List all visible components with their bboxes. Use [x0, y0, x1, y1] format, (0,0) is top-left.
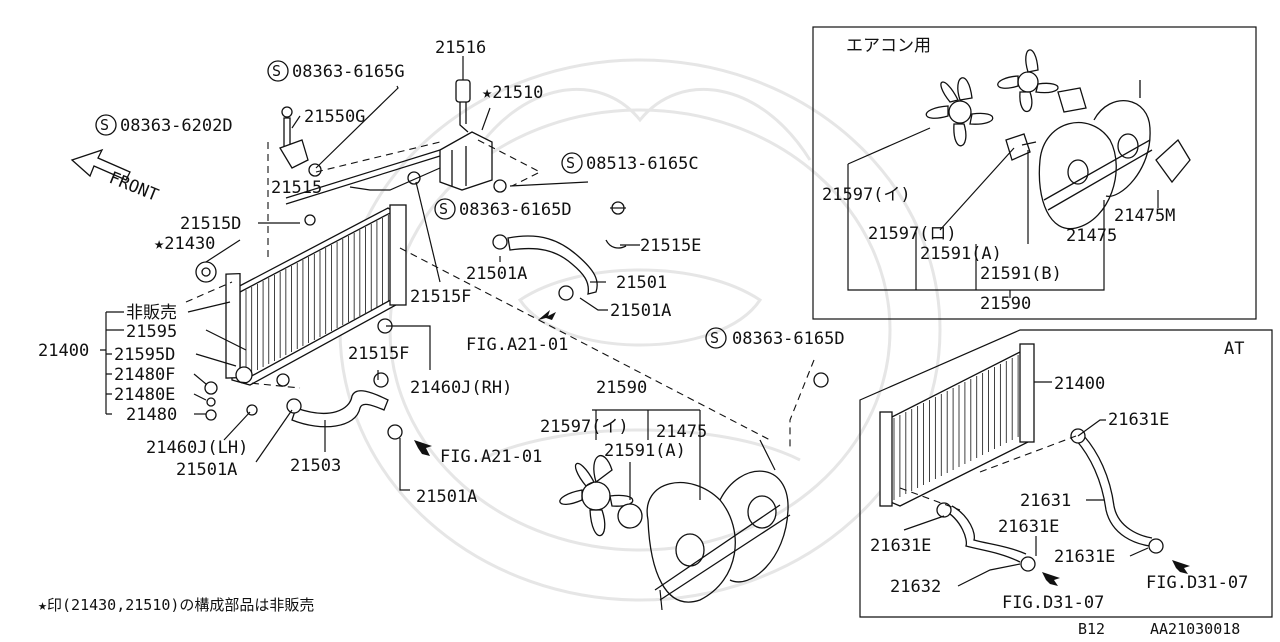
- front-arrow-icon: [70, 148, 131, 181]
- upper-hose: [507, 235, 598, 295]
- footer-page: B12: [1078, 620, 1105, 638]
- label-21515F-1: 21515F: [410, 287, 471, 307]
- label-21501A-2: 21501A: [610, 301, 671, 321]
- label-21501A-1: 21501A: [466, 264, 527, 284]
- leader-lines: [100, 56, 815, 500]
- label-21480: 21480: [126, 405, 177, 425]
- svg-text:S: S: [566, 154, 575, 172]
- label-21430: ★21430: [154, 234, 215, 254]
- label-fig-a21-01-2: FIG.A21-01: [440, 447, 542, 467]
- at-panel: AT 21400 21631E 21631 21631E 21631E 2163…: [859, 329, 1273, 618]
- reservoir-tank: [439, 79, 493, 191]
- label-08363-6202D: 08363-6202D: [120, 116, 233, 136]
- label-21400: 21400: [38, 341, 89, 361]
- label-21501A-4: 21501A: [416, 487, 477, 507]
- lower-hose: [291, 390, 389, 428]
- label-21480F: 21480F: [114, 365, 175, 385]
- label-21550G: 21550G: [304, 107, 365, 127]
- label-21591A: 21591(A): [604, 441, 686, 461]
- overflow-hose: [285, 149, 441, 205]
- at-label-fig-d31-07-1: FIG.D31-07: [1002, 593, 1104, 613]
- label-21590: 21590: [596, 378, 647, 398]
- label-21460J-LH: 21460J(LH): [146, 438, 248, 458]
- aircon-label-21597i: 21597(イ): [822, 185, 911, 205]
- center-fan-blade: [559, 455, 634, 537]
- at-label-21631E-3: 21631E: [870, 536, 931, 556]
- label-08363-6165D-b: 08363-6165D: [732, 329, 845, 349]
- center-fan-assembly: [559, 439, 791, 611]
- label-21475: 21475: [656, 422, 707, 442]
- label-08513-6165C: 08513-6165C: [586, 154, 699, 174]
- svg-text:S: S: [710, 329, 719, 347]
- label-21501A-3: 21501A: [176, 460, 237, 480]
- label-08363-6165D-a: 08363-6165D: [459, 200, 572, 220]
- label-21510: ★21510: [482, 83, 543, 103]
- footer-code: AA21030018: [1150, 620, 1240, 638]
- at-label-21632: 21632: [890, 577, 941, 597]
- label-21597i: 21597(イ): [540, 417, 629, 437]
- footnote: ★印(21430,21510)の構成部品は非販売: [38, 596, 314, 614]
- label-21501: 21501: [616, 273, 667, 293]
- label-21460J-RH: 21460J(RH): [410, 378, 512, 398]
- aircon-label-21475M: 21475M: [1114, 206, 1175, 226]
- label-21595D: 21595D: [114, 345, 175, 365]
- s-circle-icons: S S S S S: [95, 60, 727, 349]
- label-21515D: 21515D: [180, 214, 241, 234]
- radiator-core: [225, 204, 407, 386]
- at-label-fig-d31-07-2: FIG.D31-07: [1146, 573, 1248, 593]
- label-front: FRONT: [106, 168, 161, 206]
- label-21480E: 21480E: [114, 385, 175, 405]
- label-21515E: 21515E: [640, 236, 701, 256]
- aircon-label-21475: 21475: [1066, 226, 1117, 246]
- aircon-fan-1: [925, 77, 994, 147]
- aircon-fan-2: [997, 49, 1059, 113]
- label-08363-6165G: 08363-6165G: [292, 62, 405, 82]
- aircon-label-21597ro: 21597(ロ): [868, 224, 957, 244]
- svg-text:S: S: [439, 200, 448, 218]
- small-parts: [195, 106, 829, 440]
- label-fig-a21-01-1: FIG.A21-01: [466, 335, 568, 355]
- at-label-21400: 21400: [1054, 374, 1105, 394]
- watermark: [338, 58, 942, 602]
- svg-text:S: S: [272, 62, 281, 80]
- aircon-label-21591B: 21591(B): [980, 264, 1062, 284]
- main-labels: 21516 08363-6165G ★21510 08363-6202D 215…: [38, 38, 845, 614]
- at-title: AT: [1224, 339, 1244, 359]
- aircon-label-21590: 21590: [980, 294, 1031, 314]
- label-21516: 21516: [435, 38, 486, 58]
- at-label-21631E-4: 21631E: [1054, 547, 1115, 567]
- label-21503: 21503: [290, 456, 341, 476]
- aircon-title: エアコン用: [846, 36, 931, 56]
- label-21515F-2: 21515F: [348, 344, 409, 364]
- at-label-21631E-1: 21631E: [1108, 410, 1169, 430]
- at-label-21631: 21631: [1020, 491, 1071, 511]
- label-21515: 21515: [271, 178, 322, 198]
- at-label-21631E-2: 21631E: [998, 517, 1059, 537]
- label-21595: 21595: [126, 322, 177, 342]
- svg-text:S: S: [100, 116, 109, 134]
- direction-arrow-icons: [414, 310, 1190, 586]
- aircon-panel: エアコン用: [812, 26, 1257, 320]
- label-hihanbai: 非販売: [126, 303, 177, 323]
- aircon-label-21591A: 21591(A): [920, 244, 1002, 264]
